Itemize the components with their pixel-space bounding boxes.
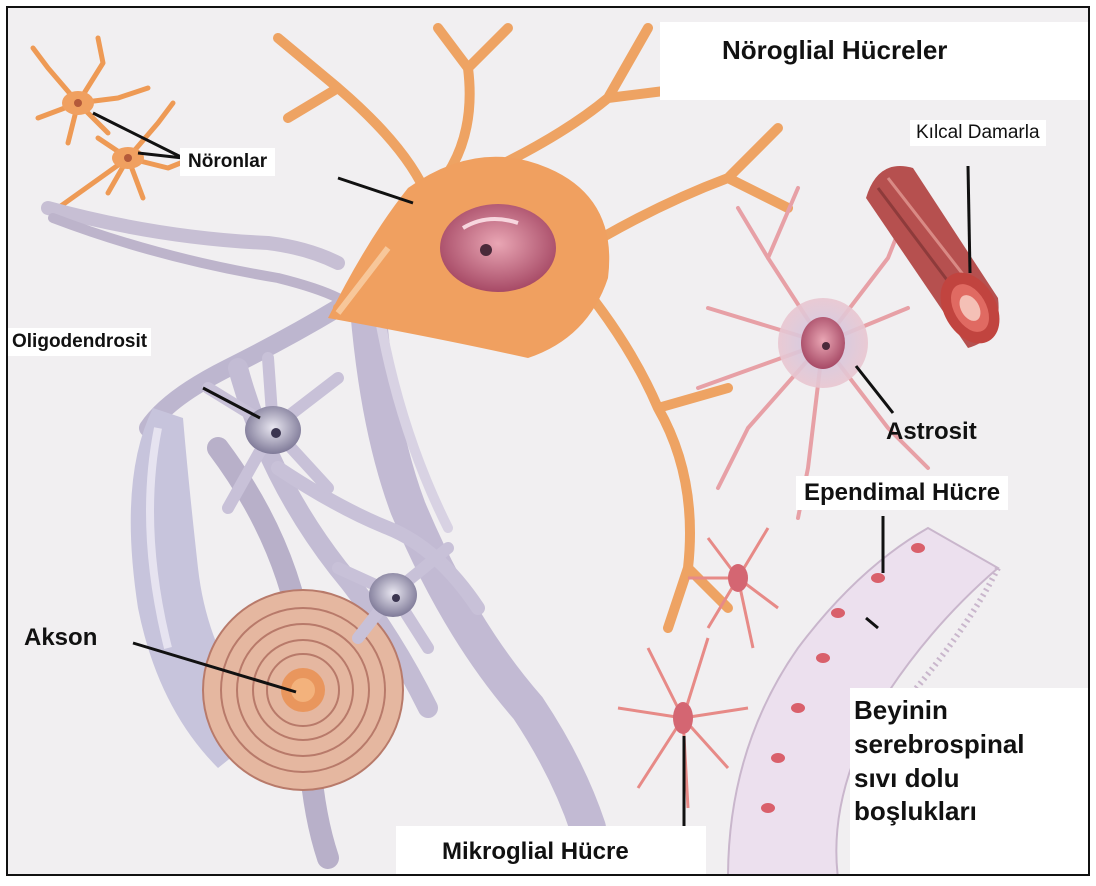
label-csf-line-1: Beyinin (854, 694, 1090, 728)
oligodendrocyte (208, 358, 338, 508)
small-neuron-1 (33, 38, 148, 143)
label-microglial-cell: Mikroglial Hücre (396, 826, 706, 876)
label-axon: Akson (22, 622, 99, 654)
label-csf-line-3: sıvı dolu (854, 762, 1090, 796)
label-csf-spaces: Beyinin serebrospinal sıvı dolu boşlukla… (850, 688, 1090, 876)
label-astrocyte: Astrosit (880, 415, 983, 449)
label-capillaries: Kılcal Damarla (910, 120, 1046, 146)
diagram-title: Nöroglial Hücreler (660, 22, 1090, 100)
label-oligodendrocyte: Oligodendrosit (8, 328, 151, 356)
label-csf-line-2: serebrospinal (854, 728, 1090, 762)
label-neurons: Nöronlar (180, 148, 275, 176)
label-csf-line-4: boşlukları (854, 795, 1090, 829)
label-ependymal-cell: Ependimal Hücre (796, 476, 1008, 510)
diagram-frame: Nöroglial Hücreler Nöronlar Kılcal Damar… (6, 6, 1090, 876)
